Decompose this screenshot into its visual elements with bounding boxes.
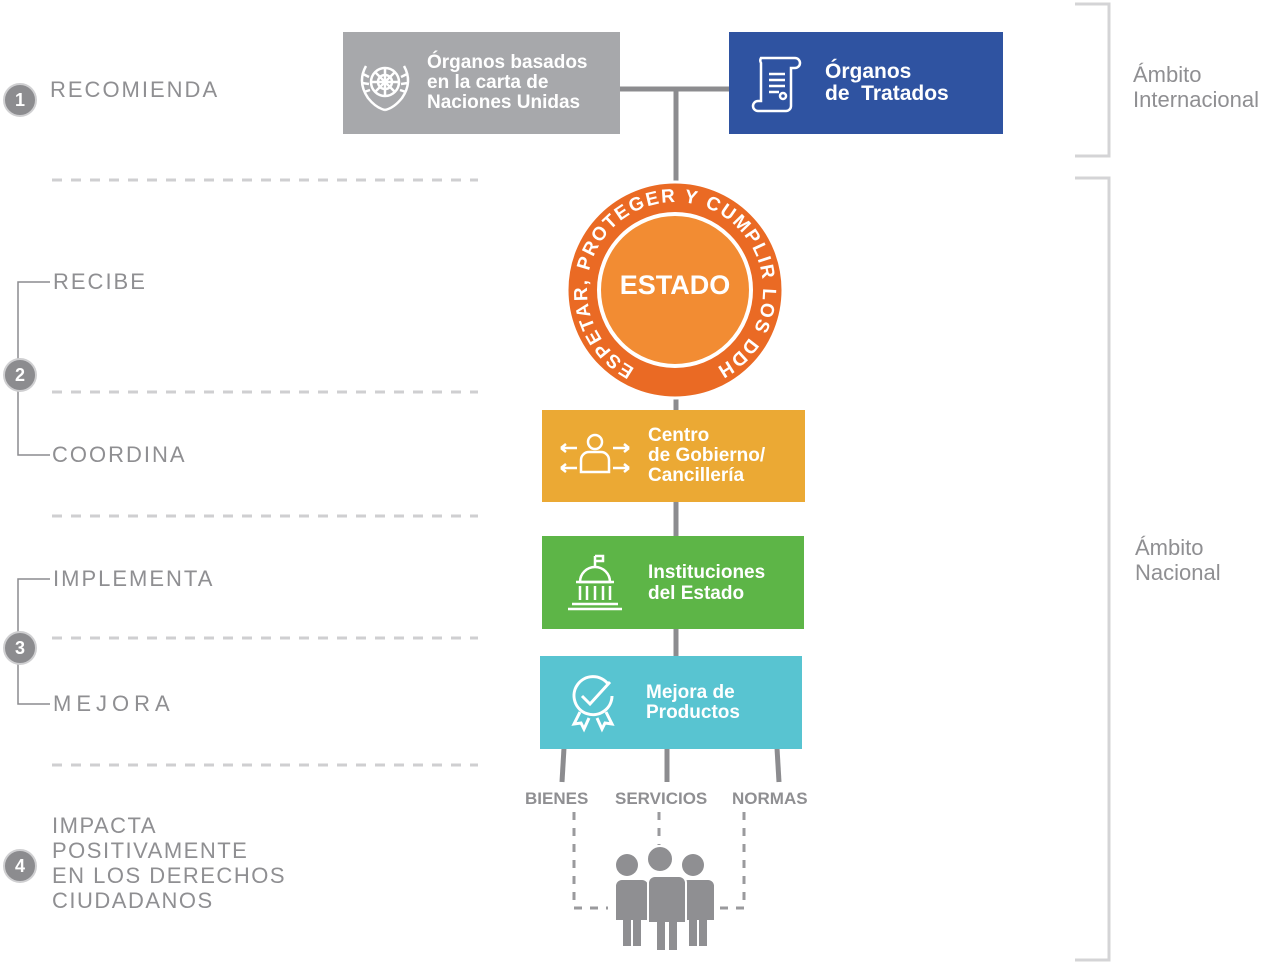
treaty-bodies-box: Órganos de Tratados <box>729 32 1003 134</box>
step-4-badge: 4 <box>3 849 37 883</box>
step-label-impacta: IMPACTA POSITIVAMENTE EN LOS DERECHOS CI… <box>52 813 286 913</box>
state-institutions-label: Instituciones del Estado <box>648 561 766 604</box>
product-improvement-box: Mejora de Productos <box>540 656 802 749</box>
section-dividers <box>52 178 478 767</box>
output-bienes: BIENES <box>525 789 589 808</box>
estado-label: ESTADO <box>619 270 731 300</box>
scope-brackets <box>1075 2 1111 962</box>
un-charter-bodies-box: Órganos basados en la carta de Naciones … <box>343 32 620 134</box>
impact-dotted-lines <box>572 812 746 910</box>
un-charter-bodies-label: Órganos basados en la carta de Naciones … <box>427 52 588 113</box>
un-emblem-icon <box>343 32 427 134</box>
step-1-badge: 1 <box>3 83 37 117</box>
step-label-implementa: IMPLEMENTA <box>53 566 215 591</box>
product-improvement-label: Mejora de Productos <box>646 681 740 723</box>
output-normas: NORMAS <box>732 789 808 808</box>
scope-national: Ámbito Nacional <box>1135 535 1221 585</box>
coordinator-arrows-icon <box>542 410 648 502</box>
treaty-bodies-label: Órganos de Tratados <box>825 60 949 105</box>
step-2-badge: 2 <box>3 358 37 392</box>
output-servicios: SERVICIOS <box>615 789 708 808</box>
step-label-mejora: MEJORA <box>53 691 175 716</box>
step-label-recomienda: RECOMIENDA <box>50 77 220 102</box>
scroll-document-icon <box>729 32 825 134</box>
step-label-coordina: COORDINA <box>52 442 187 467</box>
quality-badge-icon <box>540 656 646 749</box>
state-institutions-box: Instituciones del Estado <box>542 536 804 629</box>
citizens-group-icon <box>612 845 714 952</box>
government-center-label: Centro de Gobierno/ Cancillería <box>648 425 766 486</box>
capitol-building-icon <box>542 536 648 629</box>
government-center-box: Centro de Gobierno/ Cancillería <box>542 410 805 502</box>
scope-international: Ámbito Internacional <box>1133 62 1259 112</box>
step-label-recibe: RECIBE <box>53 269 147 294</box>
step-3-badge: 3 <box>3 631 37 665</box>
